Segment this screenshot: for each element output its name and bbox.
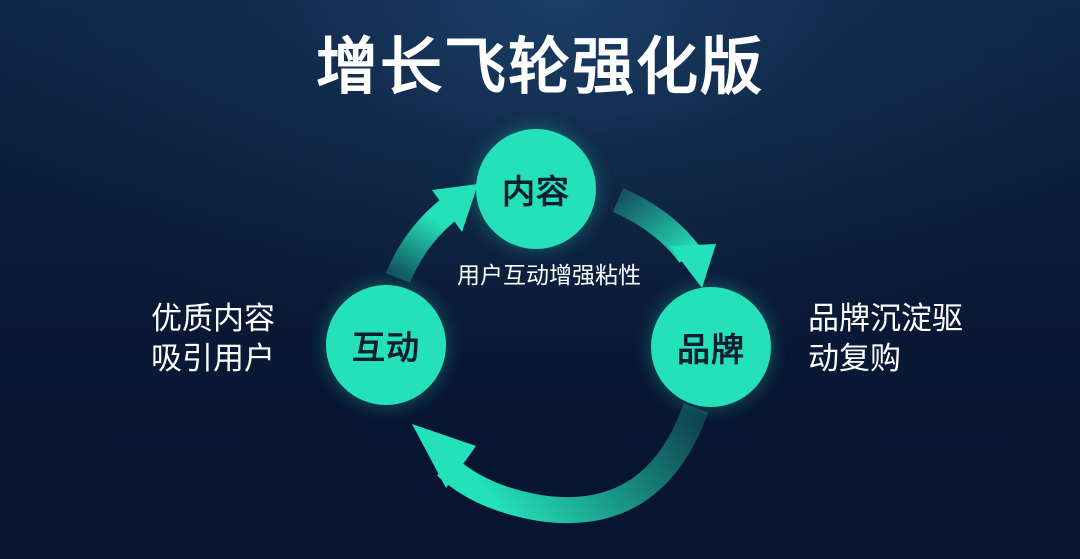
left-description: 优质内容 吸引用户 bbox=[151, 299, 275, 379]
arrow-content-to-brand bbox=[612, 188, 716, 288]
node-brand: 品牌 bbox=[651, 287, 771, 407]
right-description: 品牌沉淀驱 动复购 bbox=[808, 299, 963, 379]
arrow-interaction-to-content bbox=[385, 184, 478, 284]
node-interaction: 互动 bbox=[326, 285, 446, 405]
left-description-line2: 吸引用户 bbox=[151, 341, 275, 377]
left-description-line1: 优质内容 bbox=[151, 301, 275, 337]
right-description-line1: 品牌沉淀驱 bbox=[808, 301, 963, 337]
node-content: 内容 bbox=[476, 129, 596, 249]
right-description-line2: 动复购 bbox=[808, 341, 901, 377]
arrow-brand-to-interaction bbox=[412, 403, 709, 524]
page-title: 增长飞轮强化版 bbox=[315, 30, 764, 103]
center-caption: 用户互动增强粘性 bbox=[457, 263, 641, 289]
